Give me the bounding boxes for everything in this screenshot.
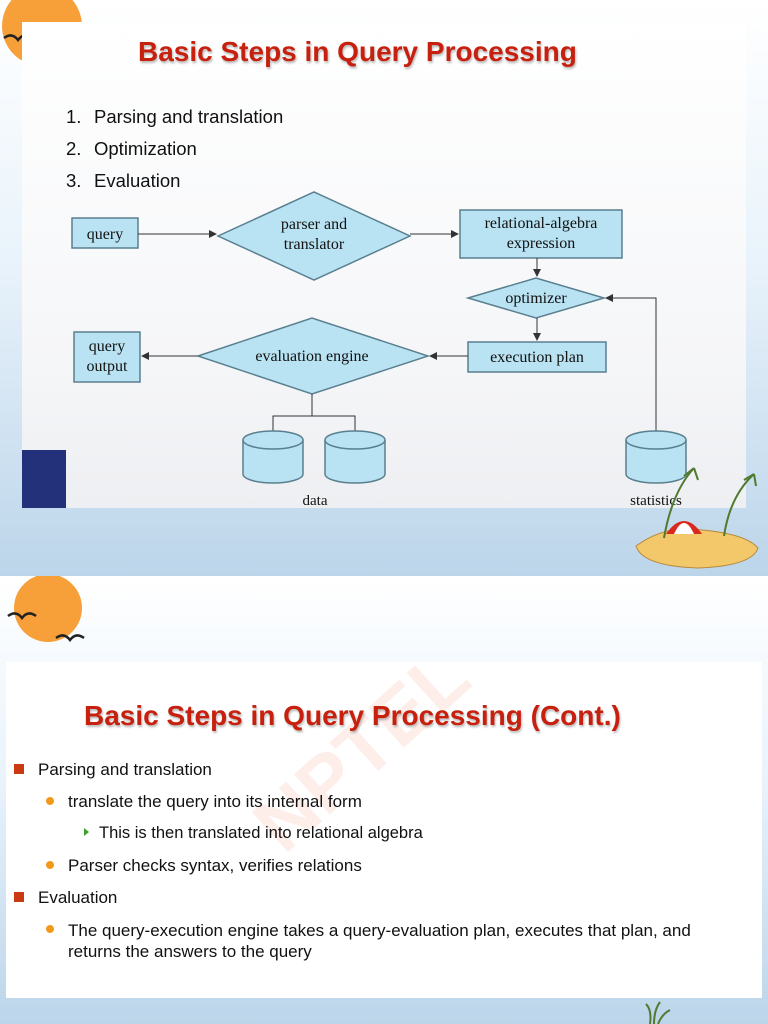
bullet-level-2: The query-execution engine takes a query… bbox=[46, 920, 748, 962]
execution-plan-box bbox=[467, 341, 607, 373]
step-item: 1.Parsing and translation bbox=[66, 106, 284, 127]
query-box bbox=[71, 217, 139, 249]
evaluation-engine-diamond bbox=[195, 317, 431, 395]
slide-2: NPTEL Basic Steps in Query Processing (C… bbox=[0, 576, 768, 1024]
step-item: 2.Optimization bbox=[66, 138, 197, 159]
parser-diamond bbox=[216, 191, 412, 281]
bullet-level-1: Parsing and translation bbox=[14, 760, 212, 780]
data-label: data bbox=[303, 493, 328, 509]
bullet-level-1: Evaluation bbox=[14, 888, 117, 908]
slide-title: Basic Steps in Query Processing bbox=[138, 36, 577, 67]
grass-decoration-icon bbox=[645, 1001, 671, 1024]
ra-label-line1: relational-algebra bbox=[485, 215, 598, 232]
slide-title: Basic Steps in Query Processing (Cont.) bbox=[84, 700, 621, 731]
slide-1: Basic Steps in Query Processing 1.Parsin… bbox=[0, 0, 768, 576]
slide-2-panel: NPTEL Basic Steps in Query Processing (C… bbox=[6, 632, 762, 998]
parser-label-line2: translator bbox=[284, 236, 345, 253]
square-bullet-icon bbox=[14, 892, 24, 902]
data-database-icon bbox=[324, 430, 386, 484]
blue-accent-block bbox=[22, 450, 66, 508]
dot-bullet-icon bbox=[46, 861, 54, 869]
dot-bullet-icon bbox=[46, 797, 54, 805]
dot-bullet-icon bbox=[46, 925, 54, 933]
query-label: query bbox=[87, 226, 123, 243]
query-output-label-line1: query bbox=[89, 338, 125, 355]
step-item: 3.Evaluation bbox=[66, 170, 181, 191]
optimizer-diamond bbox=[465, 277, 607, 319]
island-decoration-icon bbox=[635, 467, 759, 569]
bullet-level-2: translate the query into its internal fo… bbox=[46, 792, 362, 812]
slide-1-panel: Basic Steps in Query Processing 1.Parsin… bbox=[22, 22, 746, 508]
bullet-level-2: Parser checks syntax, verifies relations bbox=[46, 856, 362, 876]
triangle-bullet-icon bbox=[84, 828, 89, 836]
execution-plan-label: execution plan bbox=[490, 349, 584, 366]
relational-algebra-box bbox=[459, 209, 623, 259]
step-list: 1.Parsing and translation 2.Optimization… bbox=[66, 106, 283, 202]
data-database-icon bbox=[242, 430, 304, 484]
bullet-level-3: This is then translated into relational … bbox=[84, 824, 423, 843]
parser-label-line1: parser and bbox=[281, 216, 347, 233]
statistics-database-icon bbox=[625, 430, 687, 484]
query-processing-diagram: query parser and translator relational-a… bbox=[71, 191, 687, 509]
evaluation-engine-label: evaluation engine bbox=[255, 348, 368, 365]
optimizer-label: optimizer bbox=[505, 290, 567, 307]
query-output-label-line2: output bbox=[87, 358, 128, 375]
query-output-box bbox=[73, 331, 141, 383]
statistics-label: statistics bbox=[630, 493, 682, 509]
ra-label-line2: expression bbox=[507, 235, 575, 252]
square-bullet-icon bbox=[14, 764, 24, 774]
sun-logo-icon bbox=[7, 576, 85, 643]
